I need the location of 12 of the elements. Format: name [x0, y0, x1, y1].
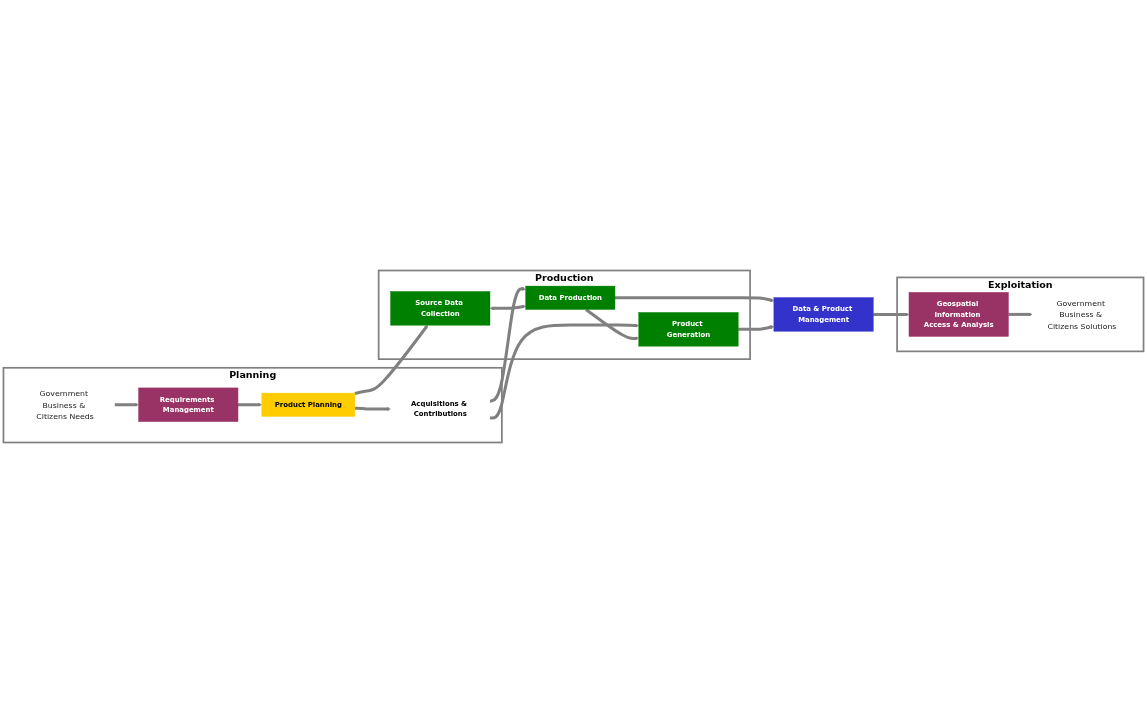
arrow — [738, 325, 775, 331]
arrow — [490, 304, 526, 311]
arrow — [238, 402, 262, 407]
arrow — [614, 296, 775, 302]
arrow — [354, 325, 428, 395]
arrow — [114, 402, 139, 407]
arrow — [489, 286, 526, 403]
arrow — [354, 406, 391, 411]
arrow — [585, 308, 639, 341]
arrow — [489, 323, 639, 420]
arrow — [1008, 312, 1033, 317]
arrow — [873, 312, 910, 317]
